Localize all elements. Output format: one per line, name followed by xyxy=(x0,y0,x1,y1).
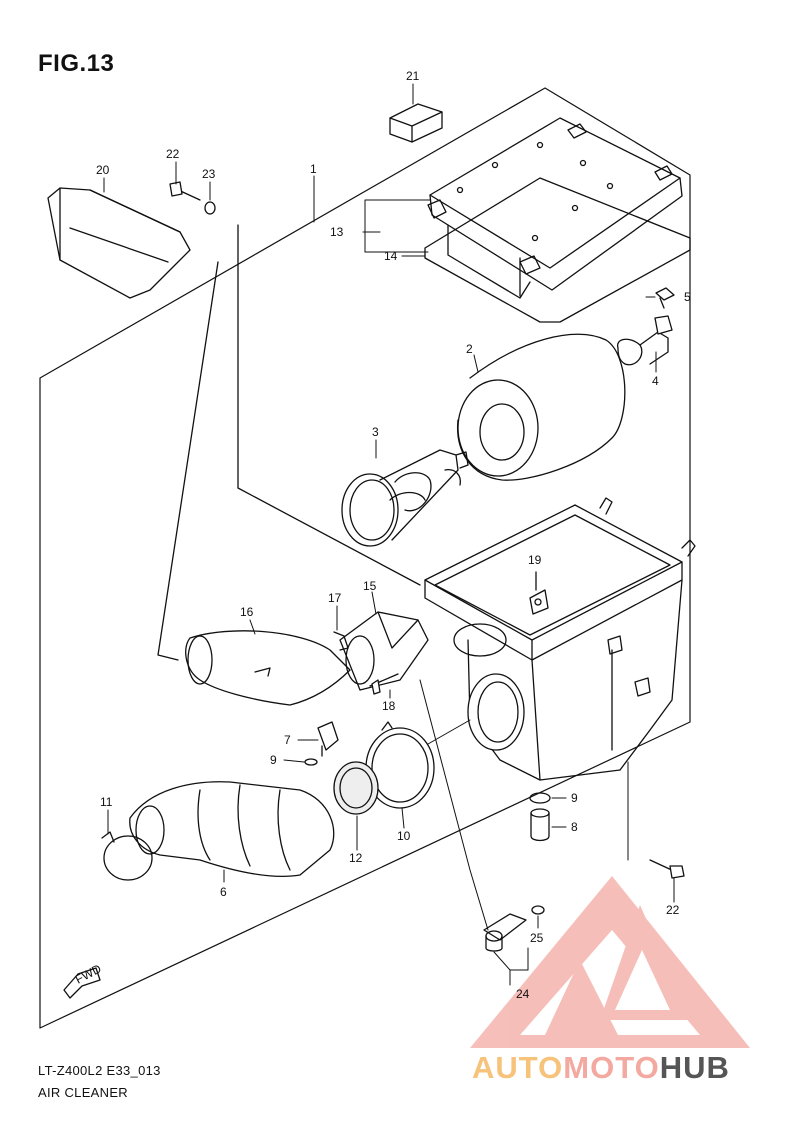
part-14-gasket xyxy=(424,177,691,323)
callout-11: 11 xyxy=(100,795,113,809)
assembly-boundary xyxy=(39,87,691,1029)
callout-7: 7 xyxy=(284,733,291,747)
part-1-air-cleaner-case xyxy=(424,497,696,781)
part-8-drain-plug xyxy=(530,808,550,842)
part-20-side-cover xyxy=(47,187,191,299)
callout-17: 17 xyxy=(328,591,342,605)
callout-4: 4 xyxy=(652,374,659,388)
part-2-filter-element xyxy=(456,333,626,481)
part-18-bolt xyxy=(369,673,399,695)
part-3-filter-cage xyxy=(341,449,469,547)
callout-3: 3 xyxy=(372,425,379,439)
callout-19: 19 xyxy=(528,553,542,567)
callout-9: 9 xyxy=(270,753,277,767)
forward-arrow: FWD xyxy=(63,961,104,999)
part-9-ring xyxy=(304,758,318,766)
inner-boundary-left xyxy=(157,261,219,661)
part-9-ring-right xyxy=(529,792,551,804)
brand-part-moto: MOTO xyxy=(563,1050,660,1085)
callout-8: 8 xyxy=(571,820,578,834)
part-7-fitting xyxy=(317,721,339,757)
callout-22-top: 22 xyxy=(166,147,180,161)
callout-12: 12 xyxy=(349,851,363,865)
callout-25: 25 xyxy=(530,931,544,945)
callout-1: 1 xyxy=(310,162,317,176)
brand-part-auto: AUTO xyxy=(472,1050,564,1085)
part-15-boot xyxy=(339,611,429,691)
callout-15: 15 xyxy=(363,579,377,593)
part-10-band-clamp xyxy=(365,721,435,809)
part-21-foam-pad xyxy=(389,103,443,143)
part-16-intake-pipe xyxy=(185,630,351,706)
callout-5: 5 xyxy=(684,290,691,304)
part-13-cleaner-cover xyxy=(427,117,683,299)
part-5-screw xyxy=(655,287,675,309)
watermark-triangle-logo xyxy=(470,876,750,1048)
part-12-mesh-screen xyxy=(333,761,379,815)
callout-9-right: 9 xyxy=(571,791,578,805)
callout-2: 2 xyxy=(466,342,473,356)
model-code: LT-Z400L2 E33_013 xyxy=(38,1063,161,1078)
callout-labels: 21 1 13 14 5 4 2 3 19 15 16 17 18 7 9 11… xyxy=(96,69,691,1001)
part-22-bolt-right xyxy=(649,859,685,879)
figure-title: FIG.13 xyxy=(38,50,115,77)
callout-22-right: 22 xyxy=(666,903,680,917)
callout-21: 21 xyxy=(406,69,420,83)
callout-6: 6 xyxy=(220,885,227,899)
callout-24: 24 xyxy=(516,987,530,1001)
leader-lines xyxy=(103,83,675,986)
callout-13: 13 xyxy=(330,225,344,239)
inner-boundary xyxy=(237,224,421,586)
part-17-clamp xyxy=(333,631,349,651)
callout-23: 23 xyxy=(202,167,216,181)
watermark-brand: AUTOMOTOHUB xyxy=(472,1050,730,1086)
callout-20: 20 xyxy=(96,163,110,177)
callout-18: 18 xyxy=(382,699,396,713)
part-23-washer xyxy=(204,201,216,215)
part-11-hose-clamp xyxy=(101,831,153,881)
callout-14: 14 xyxy=(384,249,398,263)
callout-16: 16 xyxy=(240,605,254,619)
part-6-intake-duct xyxy=(129,781,335,877)
part-24-drain-fitting xyxy=(483,913,527,952)
part-25-o-ring xyxy=(531,905,545,915)
brand-part-hub: HUB xyxy=(659,1050,730,1085)
part-22-bolt-top xyxy=(169,181,201,201)
section-name: AIR CLEANER xyxy=(38,1085,128,1100)
callout-10: 10 xyxy=(397,829,411,843)
part-4-clamp xyxy=(617,315,673,366)
